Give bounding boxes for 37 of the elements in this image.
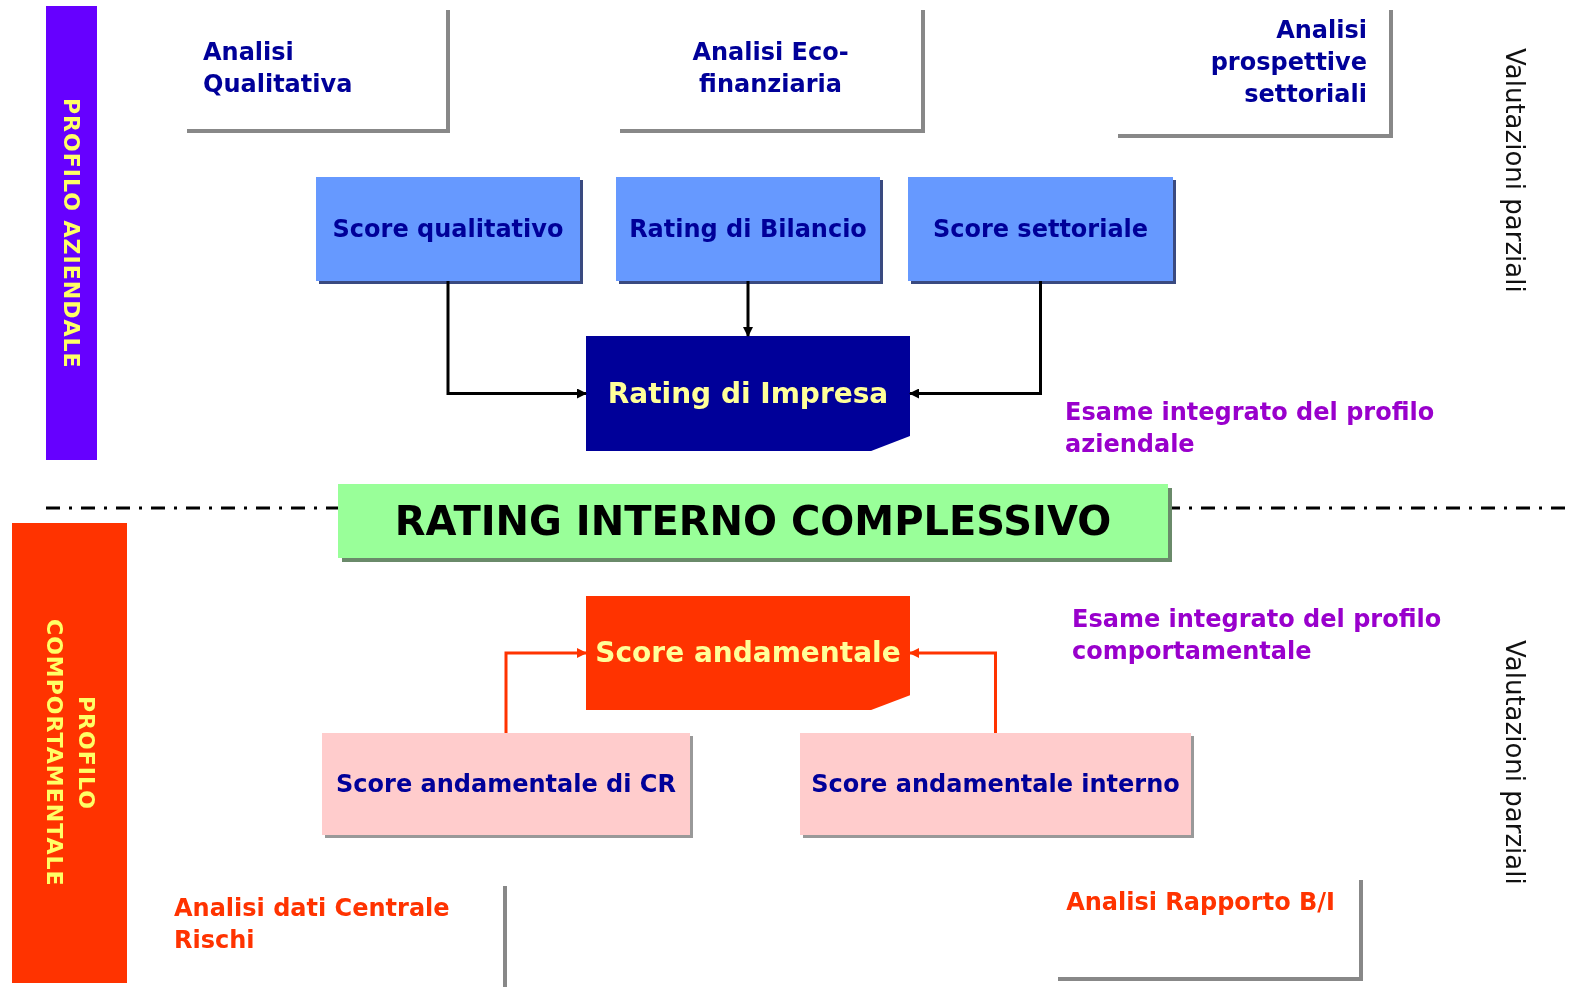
connector-arrow <box>504 648 587 733</box>
result-box <box>586 596 910 710</box>
box-label: Score andamentale interno <box>811 769 1180 800</box>
box-label: Score qualitativo <box>332 214 564 245</box>
process-box <box>800 733 1191 835</box>
bracket-frame <box>620 10 925 133</box>
connector-arrow <box>743 281 753 337</box>
box-label: Score andamentale <box>595 635 901 671</box>
band-label: PROFILO AZIENDALE <box>59 97 84 369</box>
section-heading: Analisi dati Centrale Rischi <box>174 893 451 956</box>
band <box>46 6 97 460</box>
process-box <box>322 733 690 835</box>
section-heading: Analisi prospettive settoriali <box>1209 15 1367 110</box>
section-heading: Analisi Eco-finanziaria <box>691 37 850 100</box>
box-label: Rating di Impresa <box>607 375 889 412</box>
section-heading: Analisi Qualitativa <box>203 37 354 100</box>
side-note: Valutazioni parziali <box>1500 640 1530 885</box>
bracket-frame <box>1058 880 1363 981</box>
band <box>12 523 127 983</box>
section-heading: Analisi Rapporto B/I <box>1066 887 1335 918</box>
process-box <box>316 177 580 281</box>
box-label: Score settoriale <box>932 214 1149 245</box>
band-label: PROFILO COMPORTAMENTALE <box>40 618 100 889</box>
connector-arrow <box>909 648 997 733</box>
annotation: Esame integrato del profilo comportamentale <box>1072 604 1443 667</box>
side-note: Valutazioni parziali <box>1500 48 1530 293</box>
bracket-frame <box>1118 10 1393 138</box>
box-label: Rating di Bilancio <box>629 214 867 245</box>
process-box <box>908 177 1173 281</box>
annotation: Esame integrato del profilo aziendale <box>1065 397 1436 460</box>
box-label: RATING INTERNO COMPLESSIVO <box>394 498 1112 544</box>
result-box <box>586 336 910 451</box>
connector-arrow <box>909 281 1042 399</box>
connector-arrow <box>446 281 587 399</box>
bracket-frame <box>187 10 450 133</box>
box-label: Score andamentale di CR <box>336 769 676 800</box>
process-box <box>616 177 880 281</box>
